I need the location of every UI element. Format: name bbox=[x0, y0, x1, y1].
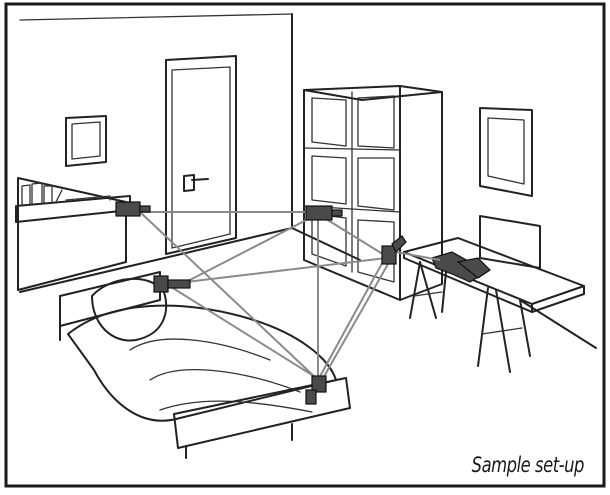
caption-label: Sample set-up bbox=[472, 453, 584, 477]
